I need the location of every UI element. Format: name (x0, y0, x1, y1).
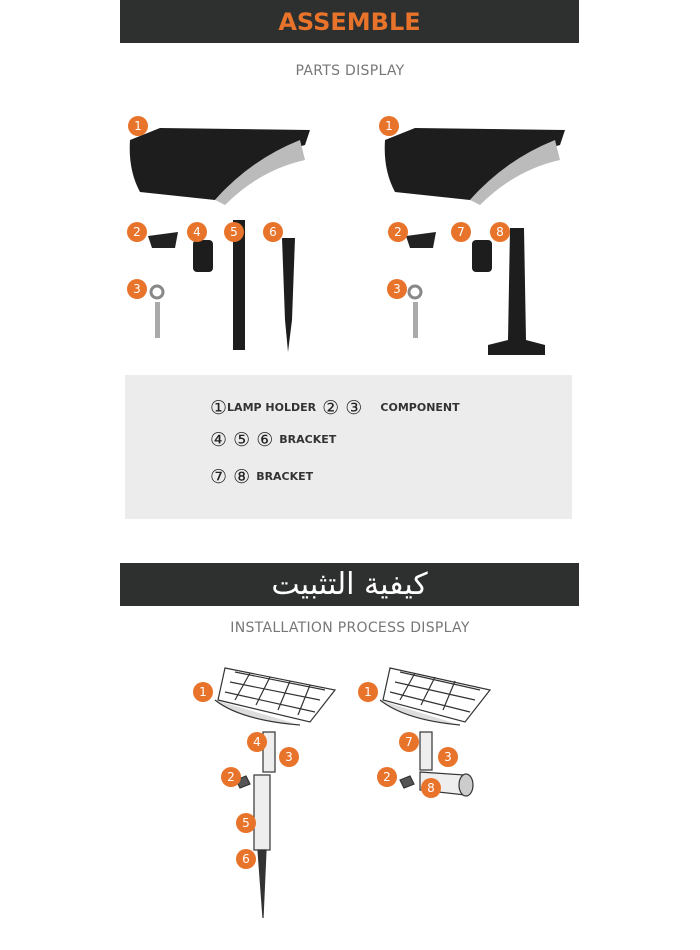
install-title: كيفية التثبيت (271, 567, 428, 602)
lamp-holder-image-left (129, 128, 310, 205)
parts-display-subtitle: PARTS DISPLAY (295, 63, 405, 79)
legend-num-4: ④ (210, 429, 228, 451)
badge-part-2-right: 2 (388, 222, 408, 242)
assemble-title: ASSEMBLE (278, 7, 421, 36)
legend-num-7: ⑦ (210, 466, 228, 488)
badge-install-2-left: 2 (221, 767, 241, 787)
badge-part-7: 7 (451, 222, 471, 242)
badge-part-6: 6 (263, 222, 283, 242)
bracket-5-image (233, 220, 245, 350)
component-2-image-right (406, 232, 436, 248)
legend-bracket-1: BRACKET (279, 433, 337, 446)
bracket-4-image (193, 240, 213, 272)
badge-install-3-left: 3 (279, 747, 299, 767)
badge-install-3-right: 3 (438, 747, 458, 767)
legend-lamp-holder: LAMP HOLDER (227, 401, 317, 414)
install-subtitle: INSTALLATION PROCESS DISPLAY (230, 620, 470, 636)
badge-install-1-left: 1 (193, 682, 213, 702)
assemble-header: ASSEMBLE (120, 0, 579, 43)
install-left-assembly (214, 667, 337, 919)
legend-num-3: ③ (345, 397, 363, 419)
bracket-8-image (488, 228, 545, 355)
bracket-6-image (282, 238, 295, 352)
install-header: كيفية التثبيت (120, 563, 579, 606)
legend-num-5: ⑤ (233, 429, 251, 451)
install-right-assembly (379, 667, 492, 797)
parts-legend: ①LAMP HOLDER ② ③ COMPONENT ④ ⑤ ⑥ BRACKET… (125, 375, 572, 519)
legend-num-1: ① (210, 397, 228, 419)
legend-num-8: ⑧ (233, 466, 251, 488)
badge-part-1-left: 1 (128, 116, 148, 136)
badge-part-8: 8 (490, 222, 510, 242)
badge-part-1-right: 1 (379, 116, 399, 136)
legend-row-1: ①LAMP HOLDER ② ③ COMPONENT (210, 397, 460, 419)
badge-part-3-left: 3 (127, 279, 147, 299)
badge-part-3-right: 3 (387, 279, 407, 299)
legend-row-3: ⑦ ⑧ BRACKET (210, 466, 313, 488)
badge-install-7: 7 (399, 732, 419, 752)
lamp-holder-image-right (384, 128, 565, 205)
legend-component: COMPONENT (380, 401, 460, 414)
badge-install-4: 4 (247, 732, 267, 752)
badge-install-2-right: 2 (377, 767, 397, 787)
legend-num-2: ② (322, 397, 340, 419)
component-2-image-left (148, 232, 178, 248)
badge-part-2-left: 2 (127, 222, 147, 242)
legend-row-2: ④ ⑤ ⑥ BRACKET (210, 429, 336, 451)
badge-part-5: 5 (224, 222, 244, 242)
component-3-screw-left (149, 284, 165, 338)
badge-install-1-right: 1 (358, 682, 378, 702)
legend-bracket-2: BRACKET (256, 470, 314, 483)
legend-num-6: ⑥ (256, 429, 274, 451)
badge-install-5: 5 (236, 813, 256, 833)
bracket-7-image (472, 240, 492, 272)
component-3-screw-right (407, 284, 423, 338)
badge-install-8: 8 (421, 778, 441, 798)
badge-part-4: 4 (187, 222, 207, 242)
badge-install-6: 6 (236, 849, 256, 869)
